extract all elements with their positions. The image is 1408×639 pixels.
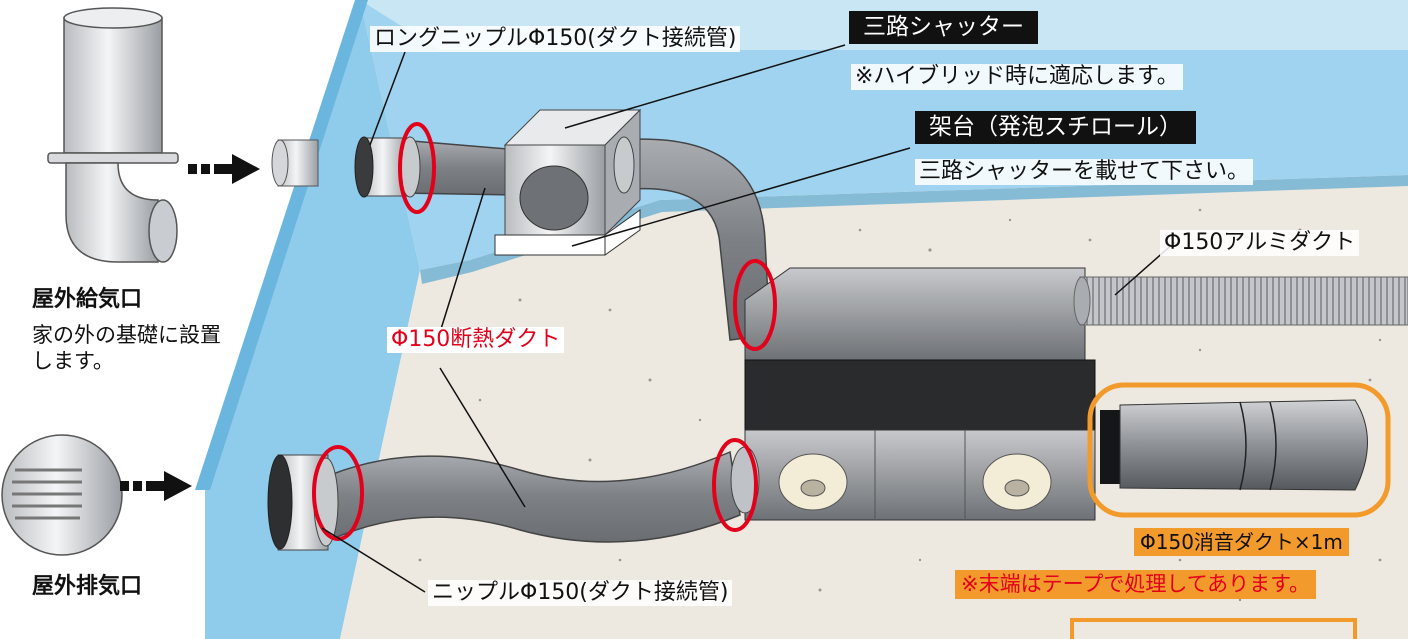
- outdoor-supply-description: 家の外の基礎に設置します。: [32, 323, 221, 374]
- outdoor-supply-title: 屋外給気口: [32, 287, 143, 312]
- leader-lines: [321, 44, 1176, 593]
- long-nipple-label: ロングニップルΦ150(ダクト接続管): [370, 26, 741, 52]
- nipple-fitting: [267, 454, 339, 551]
- lower-insulated-duct: [329, 450, 741, 543]
- nipple-label: ニップルΦ150(ダクト接続管): [428, 580, 733, 606]
- long-nipple-fitting: [354, 136, 421, 198]
- stand-tag: 架台（発泡スチロール）: [915, 111, 1196, 144]
- connection-highlight-ring: [733, 259, 777, 351]
- three-way-shutter-note: ※ハイブリッド時に適応します。: [851, 64, 1183, 90]
- silencer-duct: [1100, 399, 1368, 491]
- dashed-arrow-icon: [188, 154, 260, 184]
- silencer-highlight-box: [1087, 382, 1391, 518]
- silencer-duct-tag: Φ150消音ダクト×1m: [1134, 528, 1349, 556]
- wall-top-edge: [195, 0, 368, 490]
- insulated-duct-label: Φ150断熱ダクト: [387, 327, 565, 353]
- ventilation-unit: [744, 267, 1096, 521]
- connection-highlight-ring: [712, 438, 758, 532]
- outdoor-exhaust-title: 屋外排気口: [32, 574, 143, 599]
- wall-pipe-stub: [271, 139, 319, 187]
- outdoor-supply-vent-icon: [47, 7, 179, 263]
- aluminum-duct: [1073, 276, 1408, 326]
- end-treatment-note: ※末端はテープで処理してあります。: [955, 570, 1316, 599]
- floor-speckles: [418, 208, 1382, 602]
- partial-orange-frame: [1070, 618, 1357, 639]
- aluminum-duct-label: Φ150アルミダクト: [1160, 230, 1360, 256]
- outdoor-exhaust-vent-icon: [1, 434, 123, 556]
- dashed-arrow-icon: [120, 471, 192, 501]
- stand-note: 三路シャッターを載せて下さい。: [915, 159, 1254, 185]
- three-way-shutter-tag: 三路シャッター: [849, 11, 1038, 44]
- foam-stand: [494, 209, 641, 256]
- floor-edge: [420, 175, 1408, 284]
- connection-highlight-ring: [398, 122, 436, 214]
- connection-highlight-ring: [312, 445, 364, 541]
- three-way-shutter: [503, 108, 642, 237]
